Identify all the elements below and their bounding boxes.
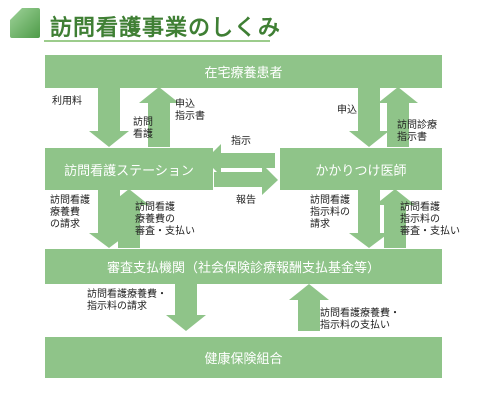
- arrow-report: [214, 164, 278, 195]
- arrow-station-review-pay: [109, 189, 149, 248]
- label-insurance-pay: 訪問看護療養費・ 指示料の支払い: [320, 308, 400, 331]
- label-station-review-pay: 訪問看護 療養費の 審査・支払い: [135, 202, 195, 237]
- page-title: 訪問看護事業のしくみ: [50, 16, 281, 41]
- arrow-insurance-pay: [289, 284, 329, 331]
- arrow-doctor-review-pay: [375, 189, 415, 248]
- title-icon: [10, 8, 40, 38]
- label-application: 申込: [337, 105, 357, 116]
- label-report: 報告: [236, 195, 256, 206]
- label-usage-fee: 利用料: [52, 96, 82, 107]
- label-application-directive: 申込 指示書: [175, 99, 205, 122]
- arrow-visit-nursing: [139, 87, 179, 147]
- node-insurance: 健康保険組合: [45, 337, 442, 378]
- arrow-application: [349, 87, 389, 147]
- title-divider: [44, 40, 270, 42]
- label-home-visit-nursing: 訪問 看護: [133, 117, 153, 140]
- label-home-visit-diagnosis: 訪問診療 指示書: [397, 120, 437, 143]
- arrow-review-claim: [166, 283, 206, 331]
- label-station-claim: 訪問看護 療養費 の請求: [50, 195, 90, 230]
- arrow-instruction: [205, 144, 275, 176]
- node-patient: 在宅療養患者: [45, 55, 442, 88]
- arrow-usage-fee: [89, 87, 129, 147]
- label-review-claim: 訪問看護療養費・ 指示料の請求: [87, 289, 167, 312]
- arrow-visit-diagnosis: [378, 87, 418, 147]
- arrow-doctor-claim: [349, 189, 389, 248]
- label-doctor-review-pay: 訪問看護 指示料の 審査・支払い: [400, 202, 460, 237]
- node-review: 審査支払機関（社会保険診療報酬支払基金等）: [45, 249, 442, 284]
- label-doctor-claim: 訪問看護 指示料の 請求: [310, 195, 350, 230]
- node-doctor: かかりつけ医師: [280, 148, 442, 190]
- node-station: 訪問看護ステーション: [45, 148, 213, 190]
- label-instruction: 指示: [231, 136, 251, 147]
